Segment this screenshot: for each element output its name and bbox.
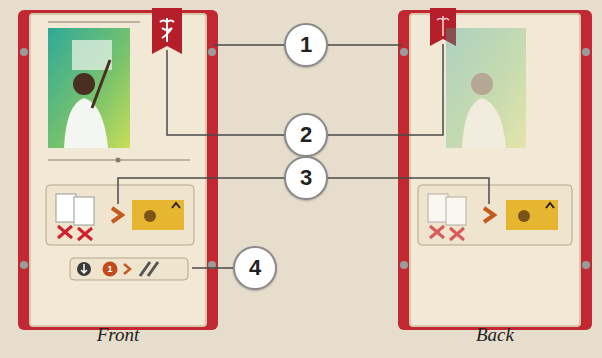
callout-number: 2 <box>300 122 312 148</box>
callout-circle: 3 <box>284 156 328 200</box>
coin-value: 1 <box>103 262 117 276</box>
game-card: Front <box>18 10 218 358</box>
callout-number: 1 <box>300 32 312 58</box>
callout-circle: 4 <box>233 246 277 290</box>
callout-number: 3 <box>300 165 312 191</box>
callout-number: 4 <box>249 255 261 281</box>
card-caption: Front <box>18 324 218 346</box>
callout-circle: 1 <box>284 23 328 67</box>
callout-circle: 2 <box>284 113 328 157</box>
card-caption: Back <box>398 324 592 346</box>
game-card: Back <box>398 10 592 358</box>
